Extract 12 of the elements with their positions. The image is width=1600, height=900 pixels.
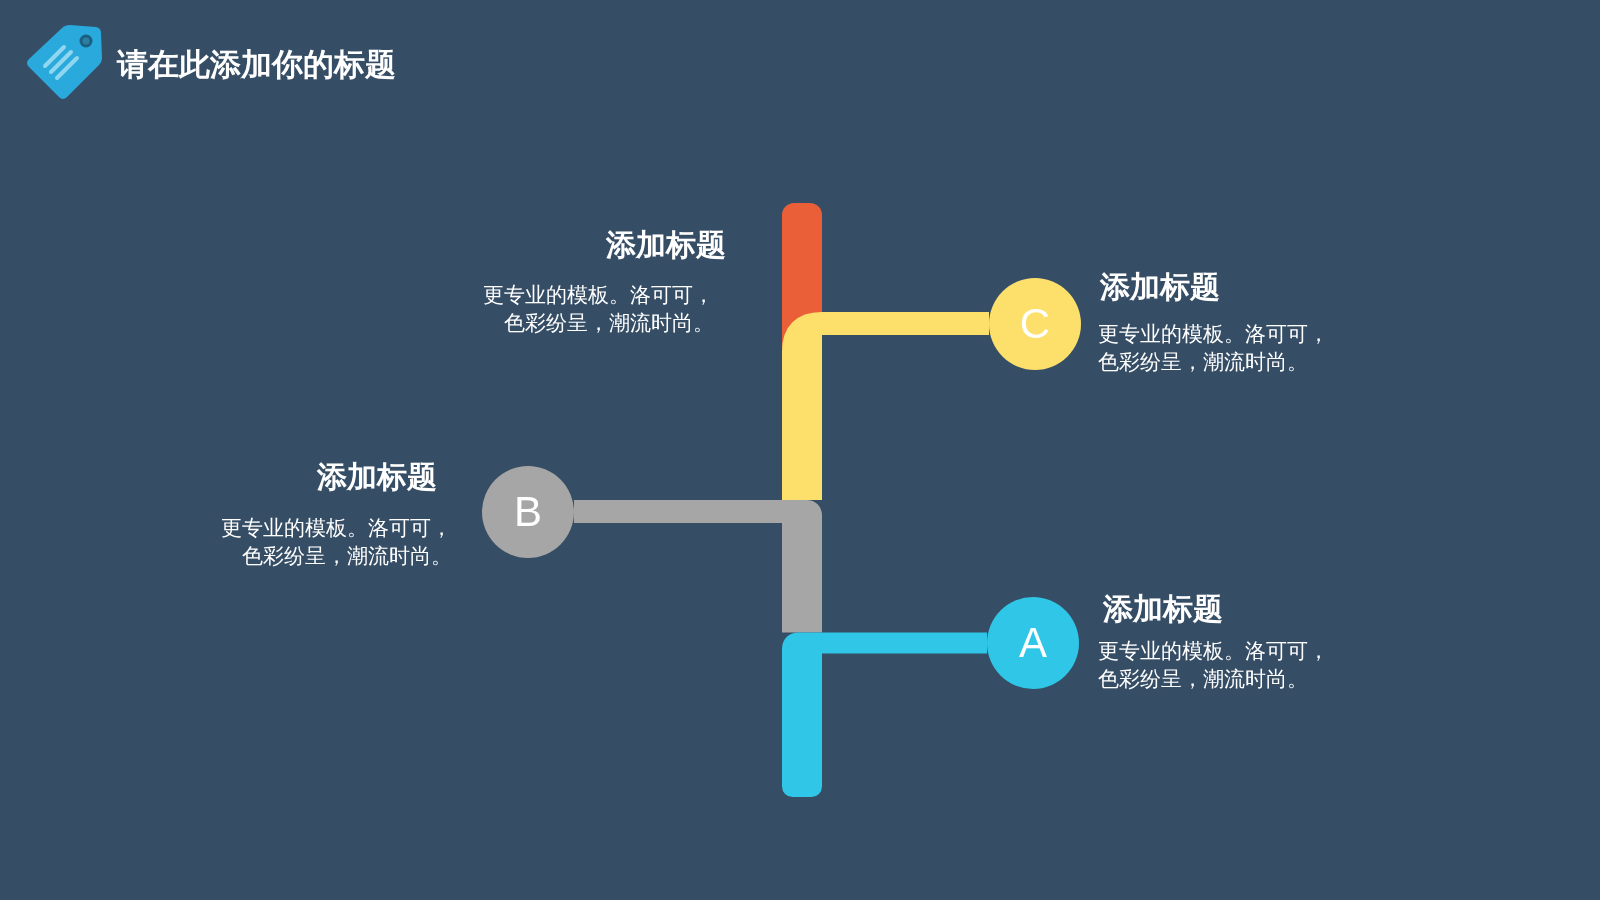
connector-pipe [782, 632, 987, 797]
section-heading: 添加标题 [606, 227, 726, 263]
section-heading: 添加标题 [1103, 591, 1223, 627]
description-text: 更专业的模板。洛可可，色彩纷呈，潮流时尚。 [220, 515, 452, 569]
section-heading: 添加标题 [1100, 269, 1220, 305]
page-title: 请在此添加你的标题 [117, 46, 396, 84]
connector-pipe [782, 312, 989, 500]
connector-pipe [574, 500, 822, 633]
description-text: 更专业的模板。洛可可，色彩纷呈，潮流时尚。 [482, 282, 714, 336]
description-text: 更专业的模板。洛可可，色彩纷呈，潮流时尚。 [1098, 321, 1330, 375]
section-heading: 添加标题 [317, 459, 437, 495]
description-text: 更专业的模板。洛可可，色彩纷呈，潮流时尚。 [1098, 638, 1330, 692]
